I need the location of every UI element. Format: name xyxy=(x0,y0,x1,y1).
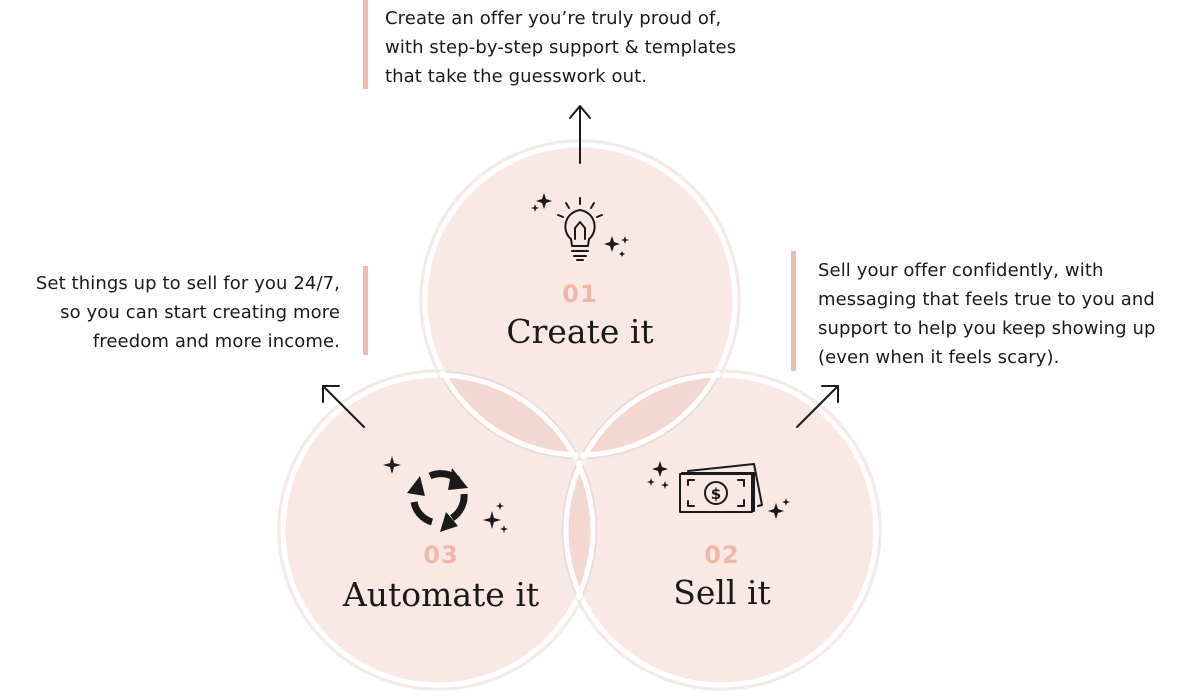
description-line: so you can start creating more xyxy=(60,302,340,323)
description-line: freedom and more income. xyxy=(92,331,340,352)
step-title-sell: Sell it xyxy=(673,573,771,612)
money-bill-icon xyxy=(679,463,763,513)
description-automate: Set things up to sell for you 24/7, so y… xyxy=(36,269,340,356)
description-sell: Sell your offer confidently, with messag… xyxy=(818,256,1156,372)
circle-automate-rim xyxy=(277,369,599,691)
recycle-arrowheads xyxy=(407,468,468,532)
description-line: Set things up to sell for you 24/7, xyxy=(35,273,340,294)
description-line: Create an offer you’re truly proud of, xyxy=(385,8,722,29)
arrow-up-icon xyxy=(569,105,591,164)
circle-automate xyxy=(278,370,598,690)
description-line: that take the guesswork out. xyxy=(385,66,648,87)
description-line: Sell your offer confidently, with xyxy=(818,260,1104,281)
arrow-up-left-icon xyxy=(322,385,365,428)
accent-bar-sell xyxy=(791,251,796,371)
circle-sell xyxy=(561,370,881,690)
lightbulb-icon xyxy=(557,197,603,261)
accent-bar-create xyxy=(363,0,368,89)
step-number-sell: 02 xyxy=(704,541,739,569)
step-number-automate: 03 xyxy=(423,541,458,569)
step-title-create: Create it xyxy=(506,312,653,351)
step-number-create: 01 xyxy=(562,280,597,308)
description-create: Create an offer you’re truly proud of, w… xyxy=(385,4,736,91)
accent-bar-automate xyxy=(363,266,368,355)
dollar-sign-icon: $ xyxy=(711,485,721,503)
description-line: (even when it feels scary). xyxy=(818,347,1060,368)
circle-create xyxy=(420,140,740,460)
step-title-automate: Automate it xyxy=(342,575,539,614)
description-line: with step-by-step support & templates xyxy=(385,37,737,58)
sparkle-icon xyxy=(647,461,790,519)
description-line: messaging that feels true to you and xyxy=(818,289,1155,310)
sparkle-icon xyxy=(383,456,508,533)
circle-sell-rim xyxy=(560,369,882,691)
arrow-up-right-icon xyxy=(796,385,839,428)
sparkle-icon xyxy=(531,193,629,257)
description-line: support to help you keep showing up xyxy=(818,318,1156,339)
